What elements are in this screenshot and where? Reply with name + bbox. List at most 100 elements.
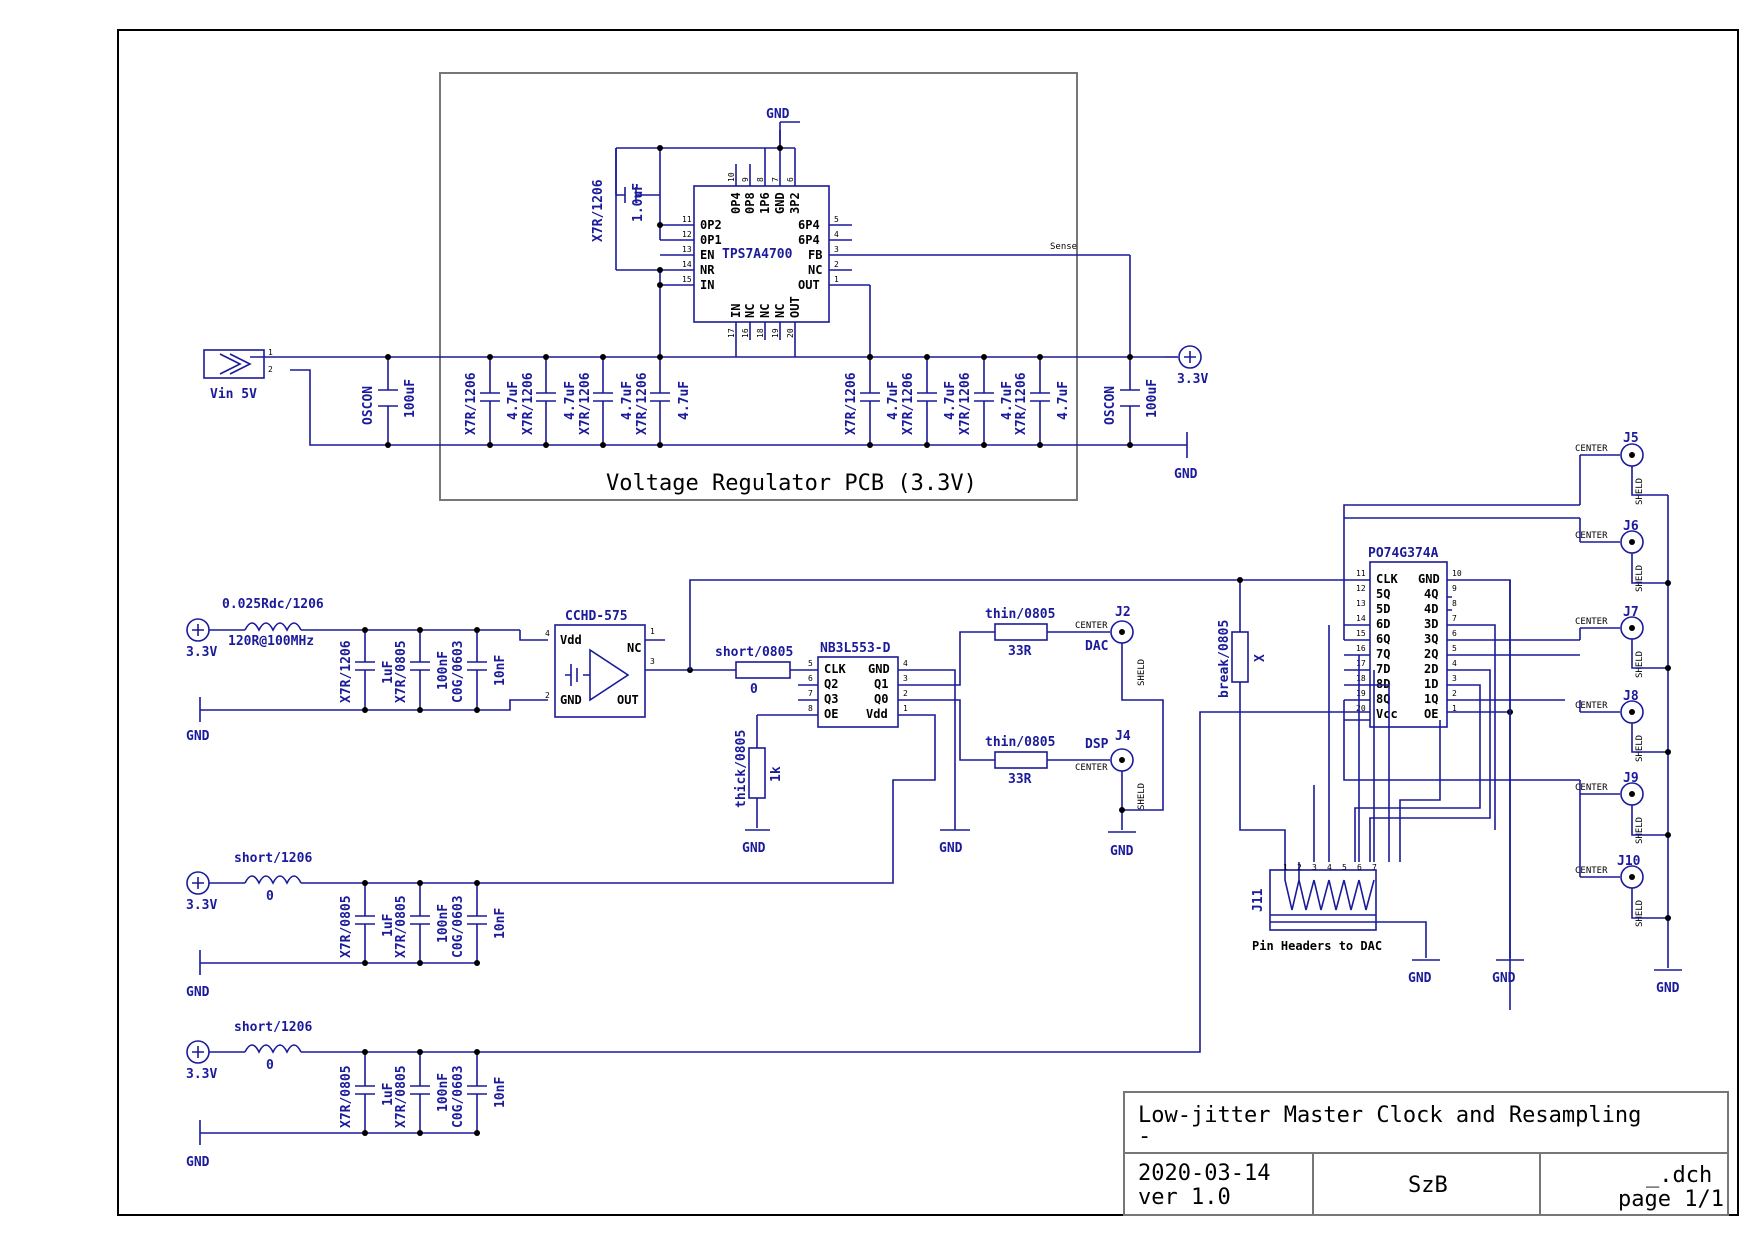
tps-right-pin-2: FB <box>808 248 822 262</box>
j6-shield: SHELD <box>1635 565 1645 592</box>
cout-2-pkg: X7R/1206 <box>901 372 916 435</box>
tps-right-pin-4: OUT <box>798 278 820 292</box>
buffer-gnd-label: GND <box>742 841 766 856</box>
osc-supply-label: 3.3V <box>186 645 217 660</box>
supply2-cap-1-val: 1uF <box>381 913 396 937</box>
cchd-pin-out: OUT <box>617 693 639 707</box>
oscon-out-label: OSCON <box>1103 386 1118 425</box>
title-block-date: 2020-03-14 <box>1138 1161 1270 1186</box>
vout-label: 3.3V <box>1177 372 1208 387</box>
latch-lnum-2: 13 <box>1356 599 1366 608</box>
supply3-cap-1-val: 1uF <box>381 1082 396 1106</box>
j7-center: CENTER <box>1575 617 1608 627</box>
nb-right-num-0: 4 <box>903 659 908 668</box>
j9-shield: SHELD <box>1635 817 1645 844</box>
supply2-cap-1-pkg: X7R/0805 <box>339 895 354 958</box>
outputs-gnd-label: GND <box>1110 844 1134 859</box>
latch-right-nums: 10 9 8 7 6 5 4 3 2 1 <box>1452 569 1462 713</box>
buffer-series-r-pkg: short/0805 <box>715 645 793 660</box>
latch-rnum-2: 8 <box>1452 599 1457 608</box>
nr-cap-pkg: X7R/1206 <box>591 179 606 242</box>
supply3-cap-3-val: 10nF <box>493 1077 508 1108</box>
nb-right-2: Q0 <box>874 692 888 706</box>
tps-right-num-1: 4 <box>834 230 839 239</box>
j4-name: J4 <box>1115 729 1131 744</box>
latch-left-7: 8D <box>1376 677 1390 691</box>
j10-shield: SHELD <box>1635 900 1645 927</box>
output-connectors: thin/0805 33R thin/0805 33R J2 DAC CENTE… <box>985 605 1164 859</box>
latch-right-0: GND <box>1418 572 1440 586</box>
nr-cap: X7R/1206 1.0uF <box>591 148 660 242</box>
buffer-section: short/0805 0 NB3L553-D CLK Q2 Q3 OE GND … <box>480 579 1160 884</box>
latch-lnum-9: 20 <box>1356 704 1366 713</box>
j7-shield: SHELD <box>1635 651 1645 678</box>
supply2-gnd: GND <box>186 985 210 1000</box>
tps-right-pin-3: NC <box>808 263 822 277</box>
supply2-cap-3-pkg: C0G/0603 <box>451 895 466 958</box>
latch-right-7: 1D <box>1424 677 1438 691</box>
supply2-section: 3.3V short/1206 0 X7R/0805 1uF X7R/0805 … <box>186 851 508 1000</box>
tps-top-pin-4: 3P2 <box>788 192 802 214</box>
tps-bottom-pin-0: IN <box>729 304 743 318</box>
cout-1-val: 4.7uF <box>886 381 901 420</box>
j11-pin-5: 5 <box>1342 863 1347 872</box>
osc-cap-2-val: 100nF <box>436 651 451 690</box>
tps-top-pin-1: 0P8 <box>743 192 757 214</box>
j5-shield: SHELD <box>1635 478 1645 505</box>
sense-label: Sense <box>1050 242 1077 252</box>
buffer-gnd2-label: GND <box>939 841 963 856</box>
out-r1-pkg: thin/0805 <box>985 607 1055 622</box>
latch-rnum-7: 3 <box>1452 674 1457 683</box>
gnd-top-label: GND <box>766 107 790 122</box>
latch-left-4: 6Q <box>1376 632 1390 646</box>
cin-1-val: 4.7uF <box>506 381 521 420</box>
j11-pin-7: 7 <box>1372 863 1377 872</box>
j11-pin-4: 4 <box>1327 863 1332 872</box>
tps-left-num-0: 11 <box>682 215 692 224</box>
j5-center: CENTER <box>1575 444 1608 454</box>
oscon-in-val: 100uF <box>403 379 418 418</box>
j6-center: CENTER <box>1575 531 1608 541</box>
latch-right-2: 4D <box>1424 602 1438 616</box>
tps-left-pin-2: EN <box>700 248 714 262</box>
tps-top-num-2: 8 <box>756 177 765 182</box>
gnd-right: GND <box>1165 432 1198 482</box>
po74g374a-name: PO74G374A <box>1368 546 1439 561</box>
title-block-file: _.dch <box>1646 1163 1712 1188</box>
supply3-gnd: GND <box>186 1155 210 1170</box>
latch-wires <box>1160 504 1580 1010</box>
tps-top-pins: 0P4 0P8 1P6 GND 3P2 10 9 8 7 6 <box>727 148 802 214</box>
regulator-block: Voltage Regulator PCB (3.3V) TPS7A4700 0… <box>203 72 1208 501</box>
latch-lnum-0: 11 <box>1356 569 1366 578</box>
supply2-ind-pkg: short/1206 <box>234 851 312 866</box>
pulldown-pkg: thick/0805 <box>734 730 749 808</box>
vin-label: Vin 5V <box>210 387 257 402</box>
latch-lnum-6: 17 <box>1356 659 1366 668</box>
cchd-num-2: 2 <box>545 691 550 700</box>
tps-bottom-pin-2: NC <box>758 304 772 318</box>
latch-lnum-5: 16 <box>1356 644 1366 653</box>
vout-symbol: 3.3V <box>1165 345 1208 387</box>
tps7a4700-body <box>693 185 830 323</box>
latch-rnum-0: 10 <box>1452 569 1462 578</box>
supply3-cap-2-val: 100nF <box>436 1073 451 1112</box>
reg-wires <box>250 130 1165 446</box>
supply2-cap-2-pkg: X7R/0805 <box>394 895 409 958</box>
latch-left-1: 5Q <box>1376 587 1390 601</box>
latch-right-6: 2D <box>1424 662 1438 676</box>
supply3-section: 3.3V short/1206 0 X7R/0805 1uF X7R/0805 … <box>186 711 1370 1170</box>
osc-cap-3-val: 10nF <box>493 655 508 686</box>
conn-j8: J8 <box>1623 689 1639 704</box>
nr-cap-val: 1.0uF <box>631 183 646 222</box>
cchd-num-4: 4 <box>545 629 550 638</box>
cout-4-pkg: X7R/1206 <box>1014 372 1029 435</box>
latch-right-5: 2Q <box>1424 647 1438 661</box>
j8-shield: SHELD <box>1635 735 1645 762</box>
supply2-ind-val: 0 <box>266 889 274 904</box>
supply3-label: 3.3V <box>186 1067 217 1082</box>
nb-left-num-1: 6 <box>808 674 813 683</box>
latch-section: PO74G374A CLK 5Q 5D 6D 6Q 7Q 7D 8D 8Q Vc… <box>1160 431 1682 1010</box>
nb-left-num-3: 8 <box>808 704 813 713</box>
latch-gnd1: GND <box>1408 971 1432 986</box>
